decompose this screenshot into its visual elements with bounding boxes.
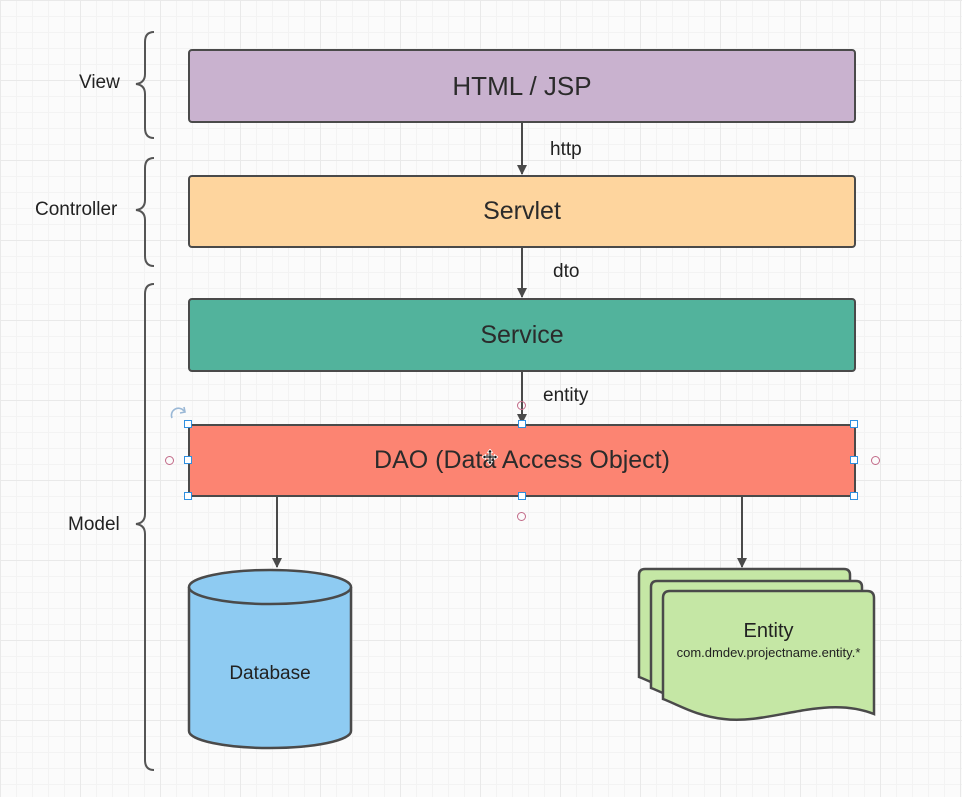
resize-handle-bottom-left[interactable]	[184, 492, 192, 500]
controller-brace	[135, 157, 155, 267]
service-node[interactable]: Service	[188, 298, 856, 372]
resize-handle-left[interactable]	[184, 456, 192, 464]
resize-handle-top-left[interactable]	[184, 420, 192, 428]
database-label: Database	[229, 663, 311, 684]
connection-point-bottom[interactable]	[517, 512, 526, 521]
view-node[interactable]: HTML / JSP	[188, 49, 856, 123]
rotate-handle-icon[interactable]	[170, 407, 185, 419]
entity-package-label: com.dmdev.projectname.entity.*	[676, 645, 861, 660]
controller-node[interactable]: Servlet	[188, 175, 856, 248]
move-cursor-icon	[482, 449, 498, 465]
view-brace	[135, 31, 155, 139]
controller-node-label: Servlet	[483, 197, 561, 225]
service-node-label: Service	[480, 320, 564, 349]
entity-label: Entity	[743, 620, 794, 642]
edge-label-entity: entity	[543, 385, 589, 406]
connection-point-left[interactable]	[165, 456, 174, 465]
entity-node[interactable]	[637, 567, 876, 722]
resize-handle-right[interactable]	[850, 456, 858, 464]
resize-handle-bottom[interactable]	[518, 492, 526, 500]
layer-label-controller: Controller	[35, 199, 118, 220]
model-brace	[135, 283, 155, 771]
connection-point-right[interactable]	[871, 456, 880, 465]
resize-handle-bottom-right[interactable]	[850, 492, 858, 500]
resize-handle-top-right[interactable]	[850, 420, 858, 428]
edge-label-dto: dto	[553, 261, 580, 282]
database-node[interactable]	[187, 568, 353, 750]
layer-label-view: View	[79, 72, 120, 93]
view-node-label: HTML / JSP	[452, 70, 592, 101]
edge-label-http: http	[550, 139, 582, 160]
connection-point-top[interactable]	[517, 401, 526, 410]
dao-node-label: DAO (Data Access Object)	[374, 446, 670, 474]
layer-label-model: Model	[68, 514, 120, 535]
dao-node[interactable]: DAO (Data Access Object)	[188, 424, 856, 497]
resize-handle-top[interactable]	[518, 420, 526, 428]
